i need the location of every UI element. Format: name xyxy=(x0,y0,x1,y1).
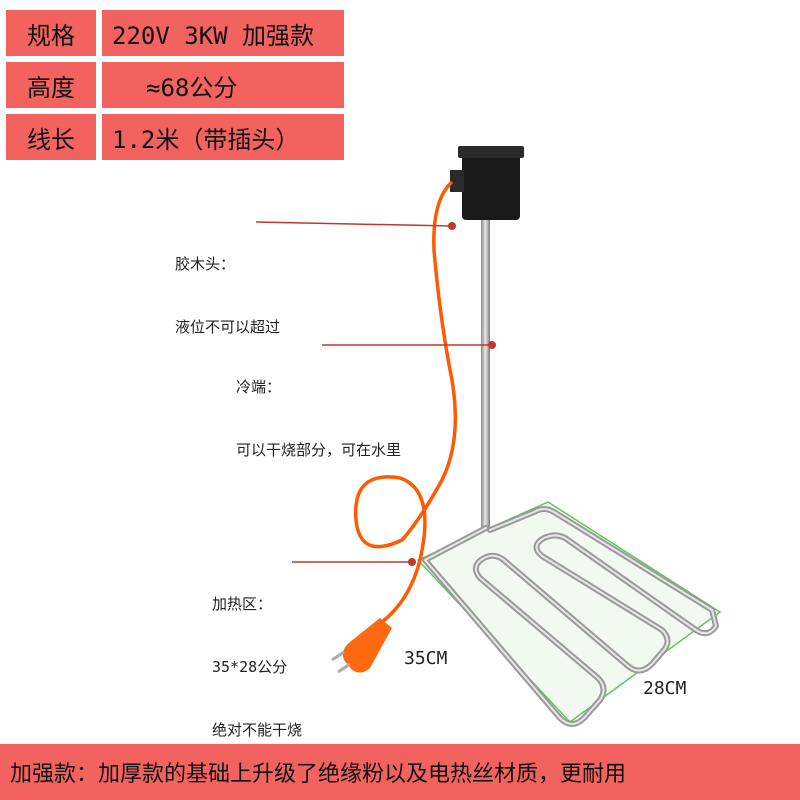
power-plug xyxy=(331,618,392,674)
length-label: 35CM xyxy=(404,648,448,669)
bakelite-desc: 液位不可以超过 xyxy=(175,318,281,336)
spec-row: 高度 ≈68公分 xyxy=(6,62,344,108)
heating-zone-annotation: 加热区： 35*28公分 绝对不能干烧 xyxy=(212,552,302,762)
heating-zone-warning: 绝对不能干烧 xyxy=(212,721,303,739)
spec-row: 线长 1.2米（带插头） xyxy=(6,114,344,160)
heating-zone-title: 加热区： xyxy=(212,595,273,613)
spec-key: 线长 xyxy=(6,114,96,160)
heating-zone-marker xyxy=(408,558,416,566)
spec-key: 规格 xyxy=(6,10,96,56)
heating-zone-size: 35*28公分 xyxy=(212,658,288,676)
spec-value: 220V 3KW 加强款 xyxy=(102,10,344,56)
bakelite-title: 胶木头： xyxy=(175,255,236,273)
cold-end-marker xyxy=(488,341,496,349)
cold-end-annotation: 冷端： 可以干烧部分，可在水里 xyxy=(236,335,401,482)
bakelite-head xyxy=(450,146,524,220)
width-label: 28CM xyxy=(643,678,687,699)
cold-end-title: 冷端： xyxy=(236,378,282,396)
power-cable xyxy=(353,180,458,624)
footer-banner: 加强款：加厚款的基础上升级了绝缘粉以及电热丝材质，更耐用 xyxy=(0,744,800,800)
leader-lines xyxy=(255,221,492,563)
spec-table: 规格 220V 3KW 加强款 高度 ≈68公分 线长 1.2米（带插头） xyxy=(6,10,344,166)
cold-end-rod xyxy=(481,220,490,530)
spec-value: ≈68公分 xyxy=(102,62,344,108)
bakelite-marker xyxy=(448,222,456,230)
spec-value: 1.2米（带插头） xyxy=(102,114,344,160)
spec-row: 规格 220V 3KW 加强款 xyxy=(6,10,344,56)
spec-key: 高度 xyxy=(6,62,96,108)
cold-end-desc: 可以干烧部分，可在水里 xyxy=(236,441,402,459)
bakelite-annotation: 胶木头： 液位不可以超过 xyxy=(175,212,280,359)
